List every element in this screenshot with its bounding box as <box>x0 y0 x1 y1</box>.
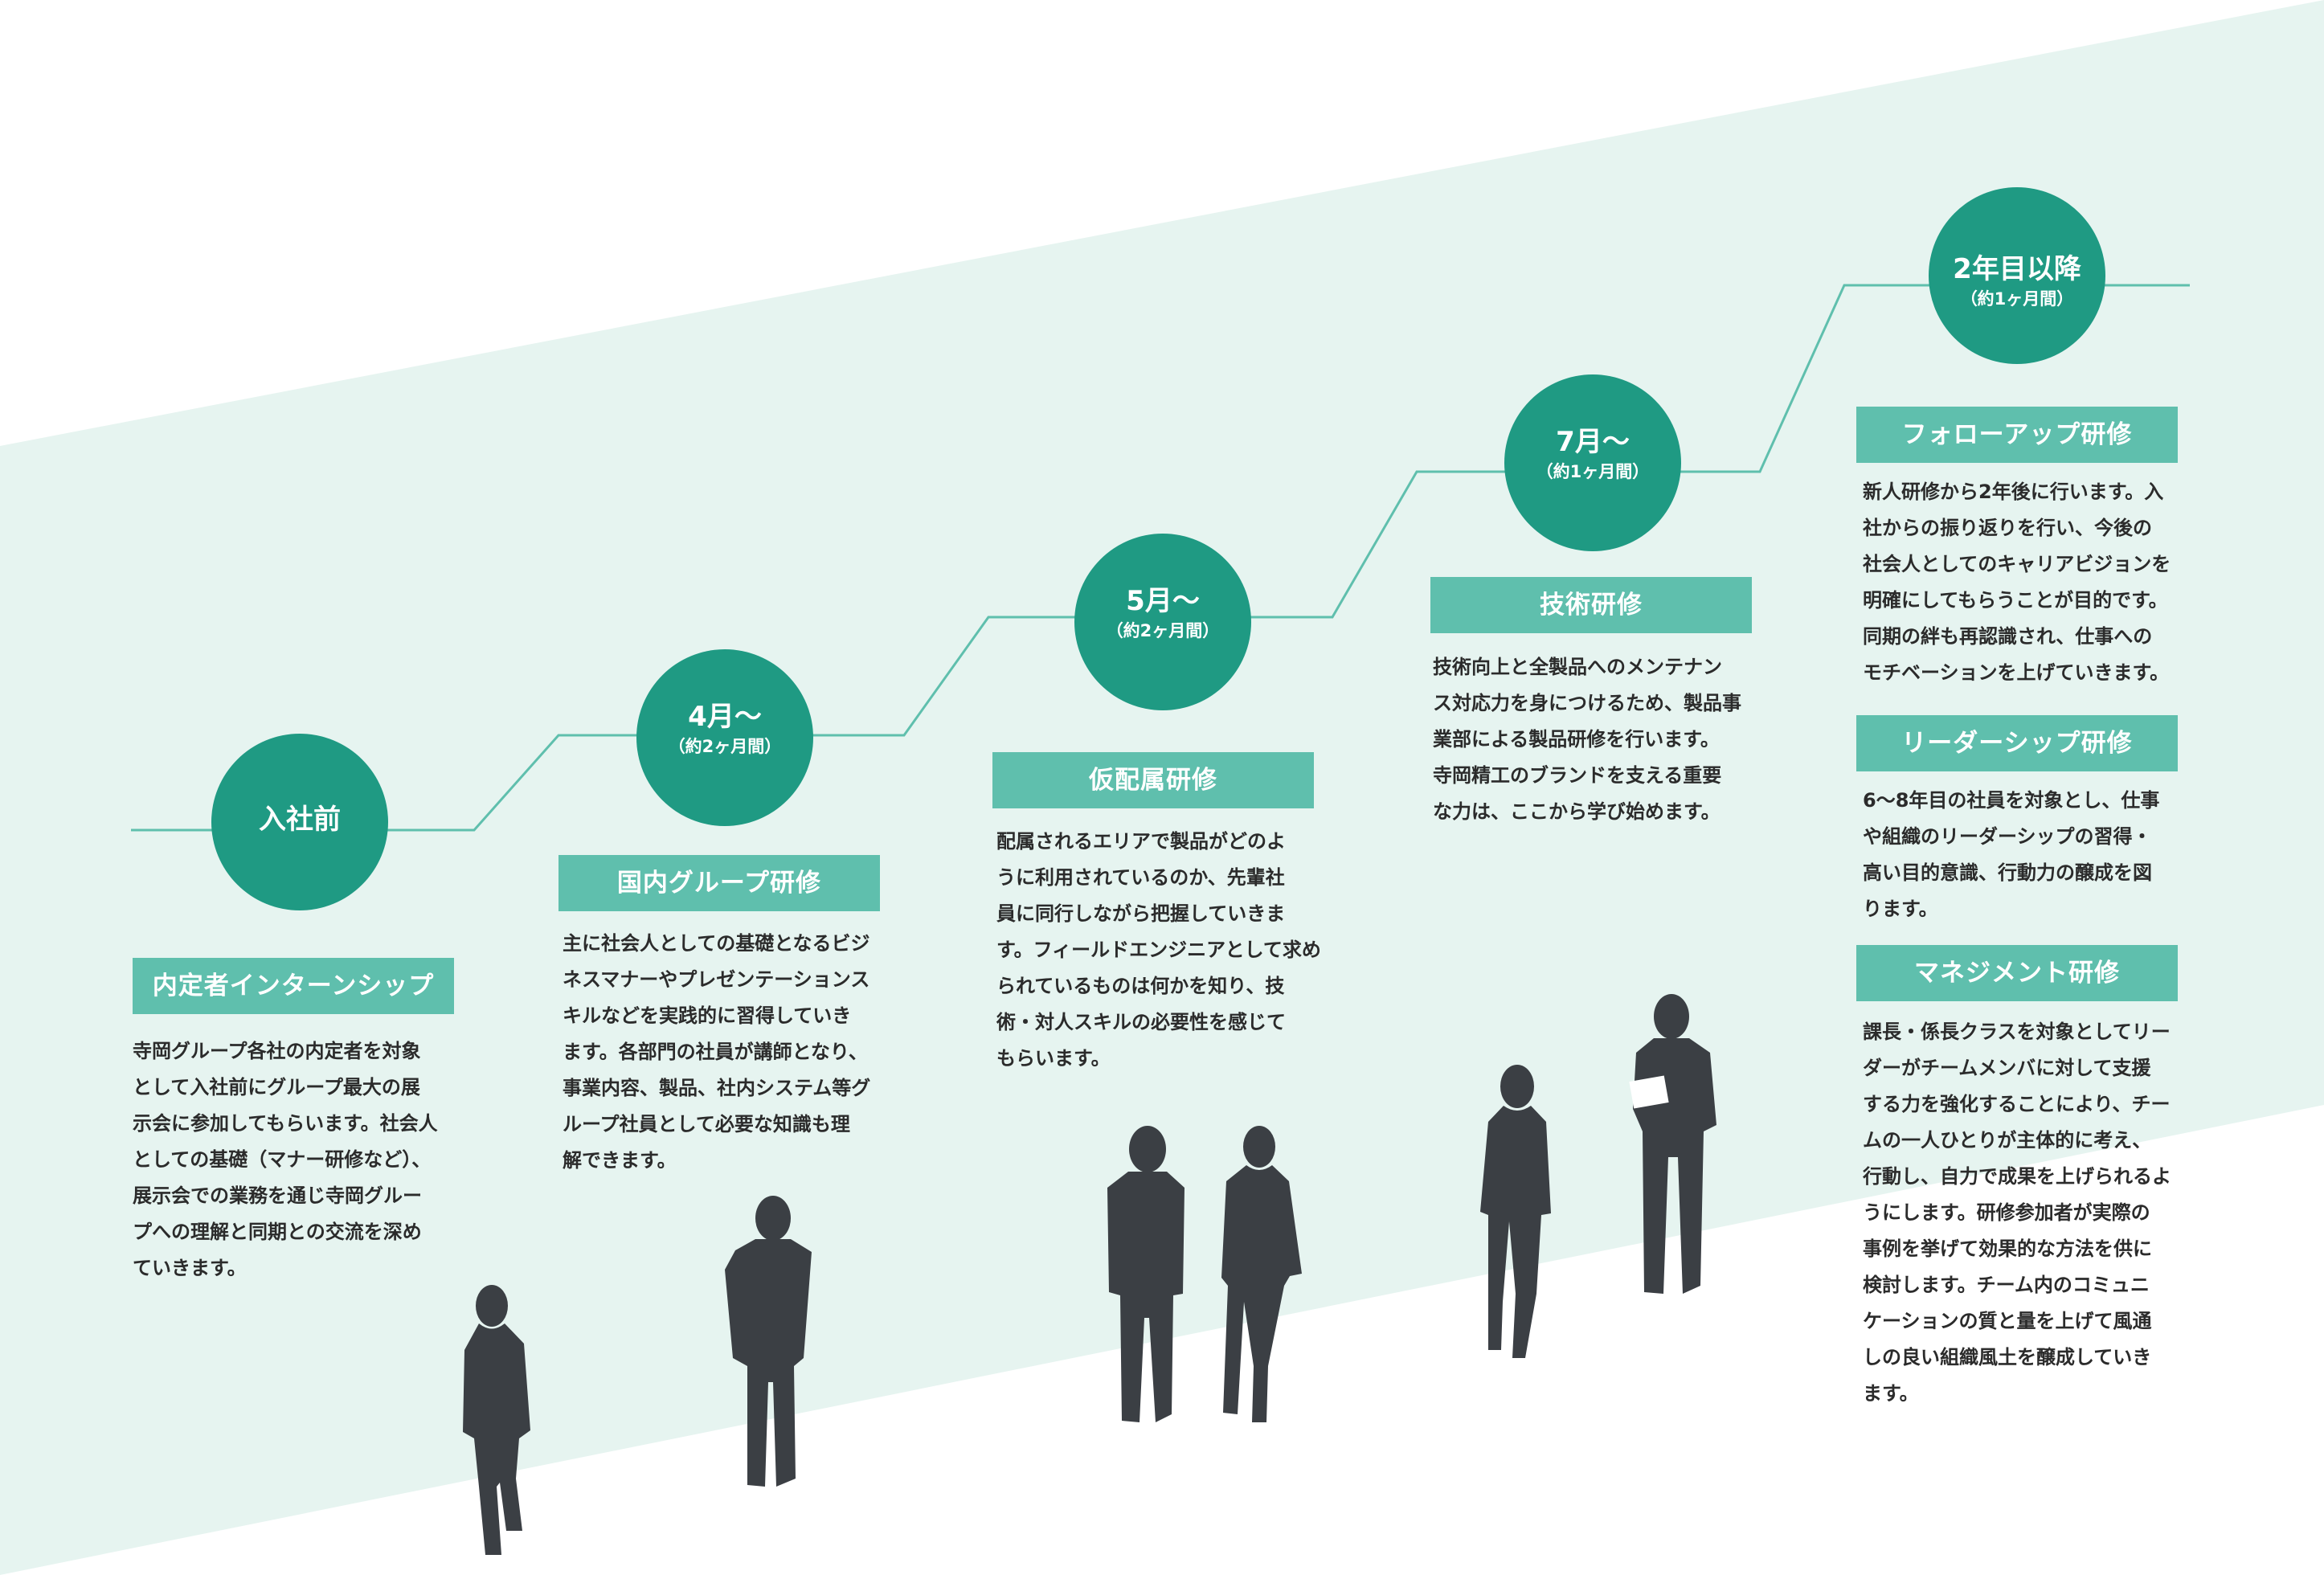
stage-4-duration: （約1ヶ月間） <box>1536 462 1650 481</box>
stage-5-circle-label: 2年目以降 （約1ヶ月間） <box>1929 252 2105 311</box>
program-title-leadership: リーダーシップ研修 <box>1856 715 2178 771</box>
program-desc-domestic-group: 主に社会人としての基礎となるビジ ネスマナーやプレゼンテーションス キルなどを実… <box>563 932 871 1172</box>
person-silhouette-man-3 <box>1629 994 1716 1294</box>
program-desc-provisional-assignment: 配属されるエリアで製品がどのよ うに利用されているのか、先輩社 員に同行しながら… <box>996 830 1321 1070</box>
stage-5-duration: （約1ヶ月間） <box>1960 289 2074 309</box>
program-desc-management: 課長・係長クラスを対象としてリー ダーがチームメンバに対して支援 する力を強化す… <box>1863 1021 2171 1405</box>
program-title-technical: 技術研修 <box>1430 577 1752 633</box>
program-title-internship: 内定者インターンシップ <box>133 958 454 1014</box>
stage-1-title: 入社前 <box>259 804 341 836</box>
stage-circle-4 <box>1504 374 1681 551</box>
stage-3-title: 5月～ <box>1126 585 1200 617</box>
stage-2-title: 4月～ <box>688 701 762 733</box>
program-title-management: マネジメント研修 <box>1856 945 2178 1001</box>
silhouette-group <box>463 994 1716 1555</box>
stage-4-circle-label: 7月～ （約1ヶ月間） <box>1504 424 1681 484</box>
person-silhouette-woman-2 <box>1221 1126 1302 1422</box>
program-desc-internship: 寺岡グループ各社の内定者を対象 として入社前にグループ最大の展 示会に参加しても… <box>133 1040 438 1279</box>
stage-1-circle-label: 入社前 <box>211 802 388 837</box>
program-title-follow-up: フォローアップ研修 <box>1856 407 2178 463</box>
person-silhouette-woman-1 <box>463 1285 530 1555</box>
person-silhouette-man-1 <box>725 1196 812 1487</box>
program-title-domestic-group: 国内グループ研修 <box>558 855 880 911</box>
program-desc-technical: 技術向上と全製品へのメンテナン ス対応力を身につけるため、製品事 業部による製品… <box>1433 656 1741 823</box>
stage-circle-3 <box>1074 534 1251 710</box>
stage-2-duration: （約2ヶ月間） <box>668 737 782 756</box>
stage-2-circle-label: 4月～ （約2ヶ月間） <box>636 699 813 759</box>
person-silhouette-man-2 <box>1107 1126 1185 1422</box>
stage-4-title: 7月～ <box>1556 426 1630 458</box>
stage-3-circle-label: 5月～ （約2ヶ月間） <box>1074 583 1251 643</box>
person-silhouette-woman-3 <box>1480 1065 1551 1358</box>
stage-5-title: 2年目以降 <box>1953 253 2081 285</box>
stage-3-duration: （約2ヶ月間） <box>1106 621 1220 640</box>
program-desc-follow-up: 新人研修から2年後に行います。入 社からの振り返りを行い、今後の 社会人としての… <box>1863 481 2171 684</box>
stage-circle-5 <box>1929 187 2105 364</box>
program-title-provisional-assignment: 仮配属研修 <box>992 752 1314 808</box>
stage-circle-2 <box>636 649 813 826</box>
program-desc-leadership: 6～8年目の社員を対象とし、仕事 や組織のリーダーシップの習得・ 高い目的意識、… <box>1863 789 2160 920</box>
stage-circle-1 <box>211 734 388 910</box>
